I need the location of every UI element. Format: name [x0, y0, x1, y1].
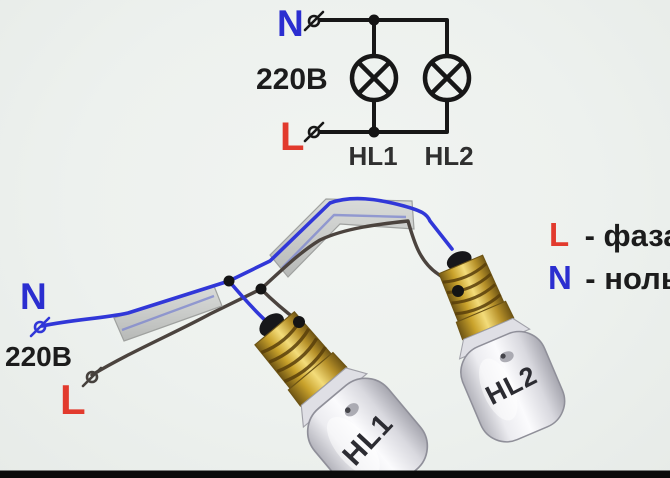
neutral-wire-main [40, 279, 231, 328]
legend-phase-row: L - фаза [549, 216, 670, 253]
phase-wire-under-sheath [90, 287, 263, 377]
lamp-symbol-hl2 [422, 53, 472, 103]
wiring-phase-terminal-icon [81, 366, 103, 388]
legend-phase-letter: L [549, 216, 569, 253]
wiring-voltage-label: 220В [5, 341, 72, 372]
junction-dot-bottom [368, 126, 380, 138]
legend-neutral-text: - ноль [585, 261, 670, 296]
wiring-phase-label: L [60, 376, 86, 423]
junction-dot-phase [255, 283, 267, 295]
wire-seen-through-sheath [121, 213, 407, 332]
legend-neutral-row: N - ноль [548, 259, 670, 296]
cable-sheath-upper [269, 198, 415, 278]
wiring-neutral-terminal-icon [29, 316, 51, 338]
schematic-neutral-label: N [277, 3, 304, 44]
schematic-wires [318, 18, 449, 134]
wiring-illustration: HL1 HL2 N 220В L [5, 196, 575, 478]
neutral-wire-to-bulb2 [227, 196, 454, 283]
schematic-circuit: N 220В L HL1 HL2 [256, 3, 474, 171]
schematic-voltage-label: 220В [256, 63, 328, 96]
letterbox-bar [0, 470, 670, 478]
legend: L - фаза N - ноль [548, 216, 670, 296]
schematic-lamp1-label: HL1 [348, 141, 397, 171]
wiring-neutral-label: N [20, 276, 47, 317]
schematic-phase-terminal-icon [303, 121, 325, 143]
bulb1-side-contact [293, 316, 305, 328]
schematic-lamp2-label: HL2 [424, 141, 473, 171]
junction-dot-top [368, 14, 380, 26]
legend-neutral-letter: N [548, 259, 572, 296]
junction-dot-neutral [223, 275, 235, 287]
lamp-symbol-hl1 [349, 53, 399, 103]
bulb2-side-contact [452, 285, 464, 297]
bulb-hl2: HL2 [413, 233, 575, 452]
legend-phase-text: - фаза [585, 218, 670, 253]
bulb-hl1: HL1 [227, 284, 442, 478]
schematic-neutral-terminal-icon [303, 10, 325, 32]
schematic-phase-label: L [280, 115, 304, 159]
